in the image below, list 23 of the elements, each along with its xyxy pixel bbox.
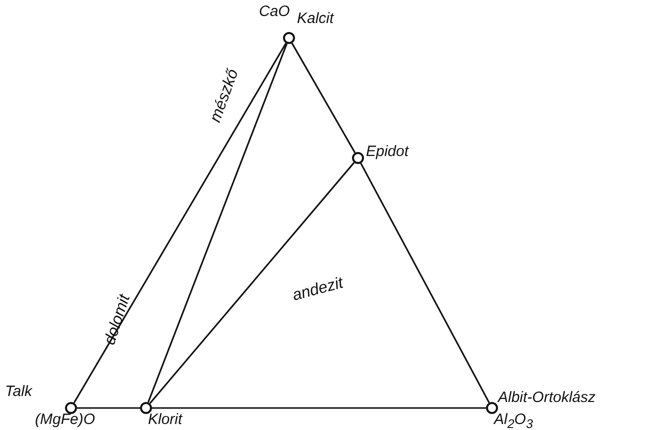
point-marker (65, 402, 77, 414)
tie-line (149, 162, 355, 404)
vertex-label: Epidot (366, 144, 409, 160)
field-label: andezit (291, 276, 345, 304)
point-marker (352, 152, 364, 164)
point-marker (486, 402, 498, 414)
point-marker (140, 402, 152, 414)
vertex-label: Kalcit (297, 11, 334, 27)
vertex-label: Klorit (148, 412, 182, 428)
tie-line (291, 42, 356, 154)
vertex-label: Talk (5, 384, 32, 400)
point-marker (283, 32, 295, 44)
tie-line (152, 407, 486, 409)
vertex-label: Al$_{2}$O$_{3}$ (494, 412, 533, 430)
vertex-label: CaO (259, 4, 290, 20)
tie-line (77, 407, 140, 409)
vertex-label: Albit-Ortoklász (498, 390, 596, 406)
tie-line (360, 162, 490, 404)
tie-line (147, 43, 288, 403)
field-label: mészkő (208, 67, 242, 125)
tie-line (73, 42, 287, 404)
vertex-label: (MgFe)O (35, 412, 95, 428)
field-label: dolomit (102, 293, 134, 347)
